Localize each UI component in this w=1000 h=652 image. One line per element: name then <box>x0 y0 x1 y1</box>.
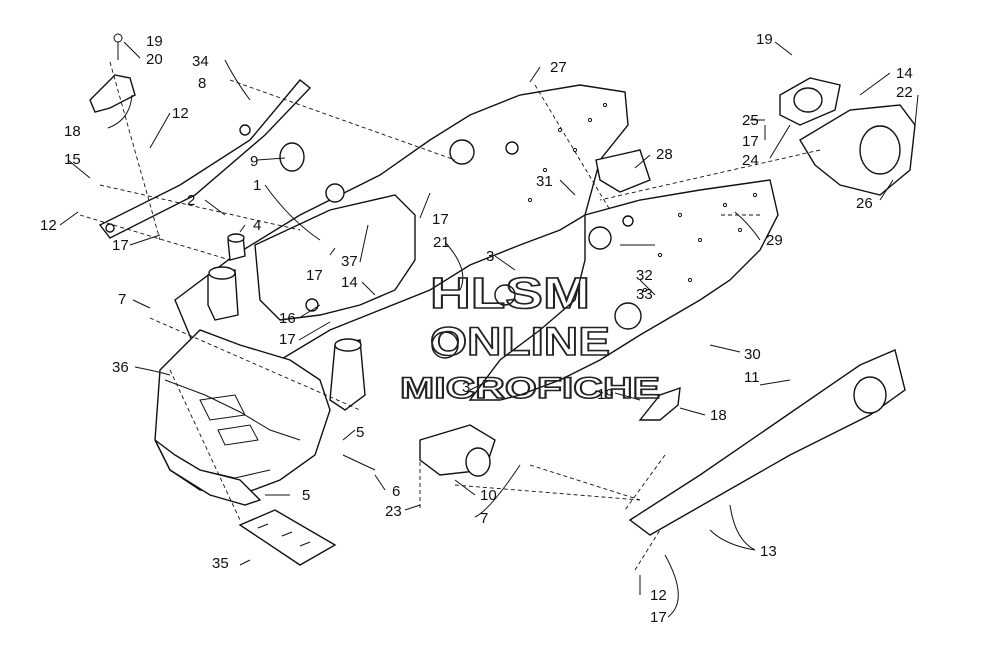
label-13: 13 <box>760 543 777 560</box>
plates <box>238 149 651 566</box>
label-18: 18 <box>64 123 81 140</box>
label-10: 10 <box>480 487 497 504</box>
label-17: 17 <box>742 133 759 150</box>
label-36: 36 <box>112 359 129 376</box>
label-17: 17 <box>112 237 129 254</box>
label-21: 21 <box>433 234 450 251</box>
label-19: 19 <box>146 33 163 50</box>
label-1: 1 <box>253 177 261 194</box>
label-19: 19 <box>597 386 614 403</box>
label-28: 28 <box>656 146 673 163</box>
label-17: 17 <box>650 609 667 626</box>
label-23: 23 <box>385 503 402 520</box>
label-2: 2 <box>187 192 195 209</box>
label-35: 35 <box>212 555 229 572</box>
label-11: 11 <box>744 369 760 386</box>
label-27: 27 <box>550 59 567 76</box>
label-24: 24 <box>742 152 759 169</box>
label-17: 17 <box>306 267 323 284</box>
label-6: 6 <box>392 483 400 500</box>
label-8: 8 <box>198 75 206 92</box>
label-25: 25 <box>742 112 759 129</box>
label-33: 33 <box>636 286 653 303</box>
watermark: HLSM ONLINE MICROFICHE <box>399 268 661 406</box>
label-12: 12 <box>650 587 667 604</box>
leader-lines <box>59 41 919 618</box>
watermark-line-1: HLSM <box>430 269 590 318</box>
label-7: 7 <box>118 291 126 308</box>
right-rail <box>628 349 906 536</box>
label-12: 12 <box>40 217 57 234</box>
label-37: 37 <box>341 253 358 270</box>
label-16: 16 <box>279 310 296 327</box>
watermark-line-2: ONLINE <box>430 320 610 364</box>
label-20: 20 <box>146 51 163 68</box>
bearing-assembly <box>779 77 916 196</box>
label-3: 3 <box>486 248 494 265</box>
label-34: 34 <box>192 53 209 70</box>
assembly-lines <box>79 61 821 571</box>
label-26: 26 <box>856 195 873 212</box>
label-31: 31 <box>536 173 553 190</box>
watermark-line-3: MICROFICHE <box>400 372 660 405</box>
label-32: 32 <box>636 267 653 284</box>
label-5: 5 <box>356 424 364 441</box>
label-7: 7 <box>480 510 488 527</box>
label-29: 29 <box>766 232 783 249</box>
label-30: 30 <box>744 346 761 363</box>
label-18: 18 <box>710 407 727 424</box>
label-12: 12 <box>172 105 189 122</box>
steering-bracket-left <box>89 33 136 113</box>
label-5: 5 <box>302 487 310 504</box>
label-4: 4 <box>253 217 261 234</box>
label-14: 14 <box>896 65 913 82</box>
label-17: 17 <box>279 331 296 348</box>
label-14: 14 <box>341 274 358 291</box>
label-15: 15 <box>64 151 81 168</box>
label-9: 9 <box>250 153 258 170</box>
small-parts <box>227 142 305 261</box>
label-3: 3 <box>462 379 470 396</box>
label-17: 17 <box>432 211 449 228</box>
bracket-right <box>638 386 681 421</box>
label-22: 22 <box>896 84 913 101</box>
main-frame <box>154 84 779 506</box>
callout-labels: 19 20 34 8 12 18 15 9 1 2 4 12 17 7 16 1… <box>40 31 913 626</box>
top-rail <box>98 79 312 239</box>
label-19: 19 <box>756 31 773 48</box>
